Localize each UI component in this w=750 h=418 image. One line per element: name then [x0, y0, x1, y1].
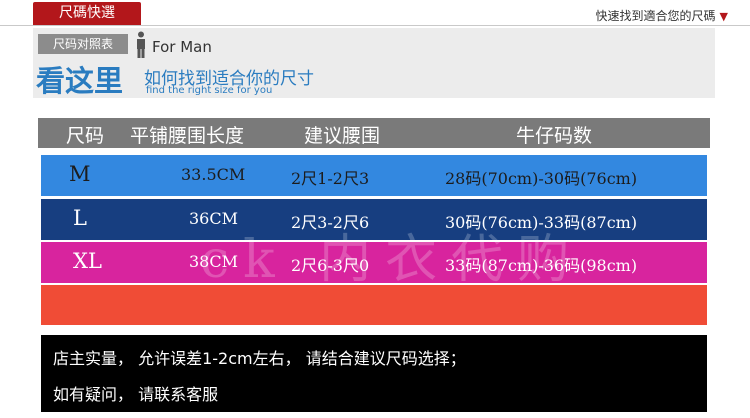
table-row-empty — [41, 285, 707, 325]
row-size: M — [69, 162, 91, 186]
page-subtitle: 如何找到适合你的尺寸 — [144, 69, 314, 89]
col-flat-waist: 平铺腰围长度 — [130, 125, 245, 147]
header-banner — [33, 28, 715, 98]
table-row: L 36CM 2尺3-2尺6 30码(76cm)-33码(87cm) — [41, 199, 707, 240]
note-line: 如有疑问， 请联系客服 — [53, 385, 219, 404]
notes-box: 店主实量， 允许误差1-2cm左右， 请结合建议尺码选择； 如有疑问， 请联系客… — [41, 335, 707, 412]
size-chart-chip: 尺码对照表 — [38, 34, 128, 54]
col-size: 尺码 — [66, 125, 105, 147]
row-jeans: 33码(87cm)-36码(98cm) — [445, 256, 638, 275]
find-size-link[interactable]: 快速找到適合您的尺碼▼ — [596, 7, 728, 24]
chevron-down-icon: ▼ — [719, 10, 728, 23]
row-size: L — [73, 206, 87, 230]
row-waist: 2尺1-2尺3 — [291, 169, 370, 188]
size-quick-select-tab[interactable]: 尺碼快選 — [33, 2, 141, 25]
page-title: 看这里 — [36, 64, 124, 98]
row-size: XL — [73, 249, 102, 273]
table-header: 尺码 平铺腰围长度 建议腰围 牛仔码数 — [38, 118, 710, 148]
row-jeans: 30码(76cm)-33码(87cm) — [445, 213, 638, 232]
watermark: ck 内衣代购 — [200, 230, 584, 290]
col-jeans-size: 牛仔码数 — [516, 125, 593, 147]
row-waist: 2尺3-2尺6 — [291, 213, 370, 232]
find-size-label: 快速找到適合您的尺碼 — [595, 9, 716, 23]
col-suggest-waist: 建议腰围 — [304, 125, 381, 147]
note-line: 店主实量， 允许误差1-2cm左右， 请结合建议尺码选择； — [53, 349, 466, 368]
row-waist: 2尺6-3尺0 — [291, 256, 370, 275]
row-flat: 33.5CM — [181, 165, 246, 184]
row-flat: 36CM — [189, 209, 238, 228]
row-jeans: 28码(70cm)-30码(76cm) — [445, 169, 638, 188]
table-row: XL 38CM 2尺6-3尺0 33码(87cm)-36码(98cm) — [41, 242, 707, 283]
english-subtitle: find the right size for you — [146, 85, 273, 96]
size-table: 尺码 平铺腰围长度 建议腰围 牛仔码数 M 33.5CM 2尺1-2尺3 28码… — [38, 118, 710, 412]
divider — [0, 25, 750, 26]
for-man-label: For Man — [152, 38, 212, 56]
table-row: M 33.5CM 2尺1-2尺3 28码(70cm)-30码(76cm) — [41, 155, 707, 196]
man-icon — [137, 31, 145, 58]
row-flat: 38CM — [189, 252, 238, 271]
